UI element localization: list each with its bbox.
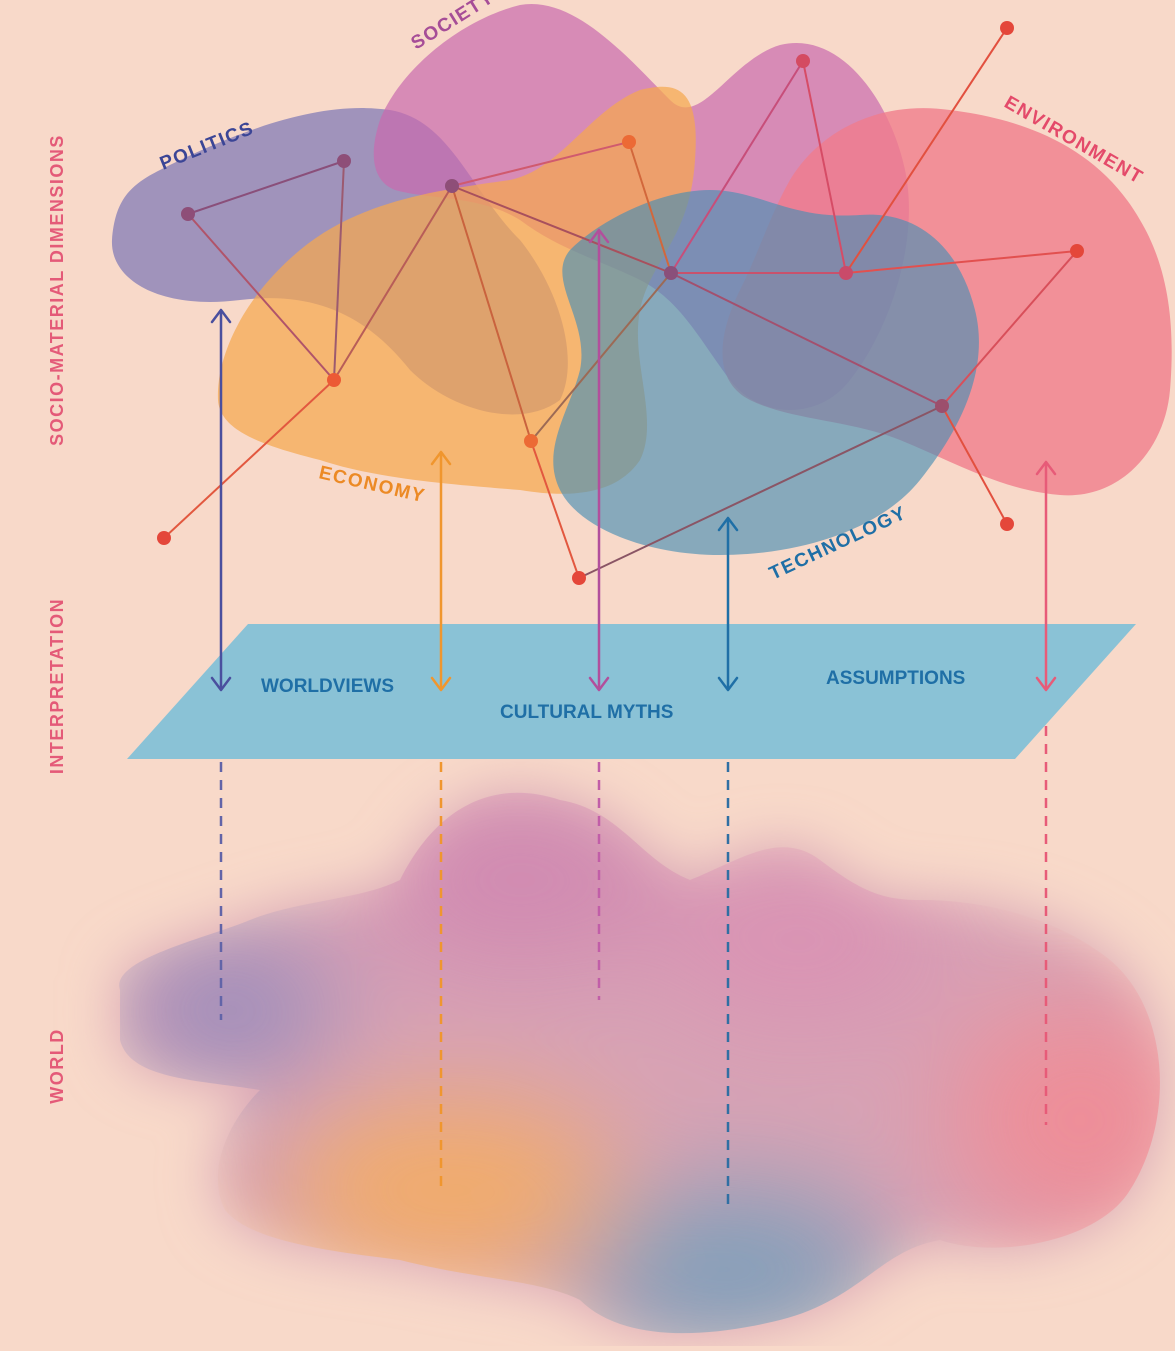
society-arrow (588, 228, 610, 692)
interpretation-plane (127, 624, 1136, 759)
technology-blob (553, 190, 979, 555)
environment-arrow (1035, 460, 1057, 692)
node (935, 399, 949, 413)
world-label: WORLD (47, 1028, 67, 1103)
node (796, 54, 810, 68)
node (664, 266, 678, 280)
node (839, 266, 853, 280)
network (163, 27, 1078, 579)
node (1000, 21, 1014, 35)
node (622, 135, 636, 149)
interpretation-label: INTERPRETATION (47, 598, 67, 774)
node (445, 179, 459, 193)
node (1000, 517, 1014, 531)
node (337, 154, 351, 168)
cultural-myths-label: CULTURAL MYTHS (500, 702, 673, 723)
node (157, 531, 171, 545)
link-arrows (210, 228, 1057, 692)
dimension-blobs (111, 3, 1172, 555)
node (327, 373, 341, 387)
technology-arrow (717, 516, 739, 692)
node (524, 434, 538, 448)
node (181, 207, 195, 221)
node (572, 571, 586, 585)
socio-material-dimensions-label: SOCIO-MATERIAL DIMENSIONS (47, 134, 67, 446)
world-cloud (119, 792, 1160, 1334)
network-nodes (157, 21, 1084, 585)
economy-arrow (430, 450, 452, 692)
assumptions-label: ASSUMPTIONS (826, 668, 965, 689)
node (1070, 244, 1084, 258)
politics-arrow (210, 308, 232, 692)
worldviews-label: WORLDVIEWS (261, 676, 394, 697)
